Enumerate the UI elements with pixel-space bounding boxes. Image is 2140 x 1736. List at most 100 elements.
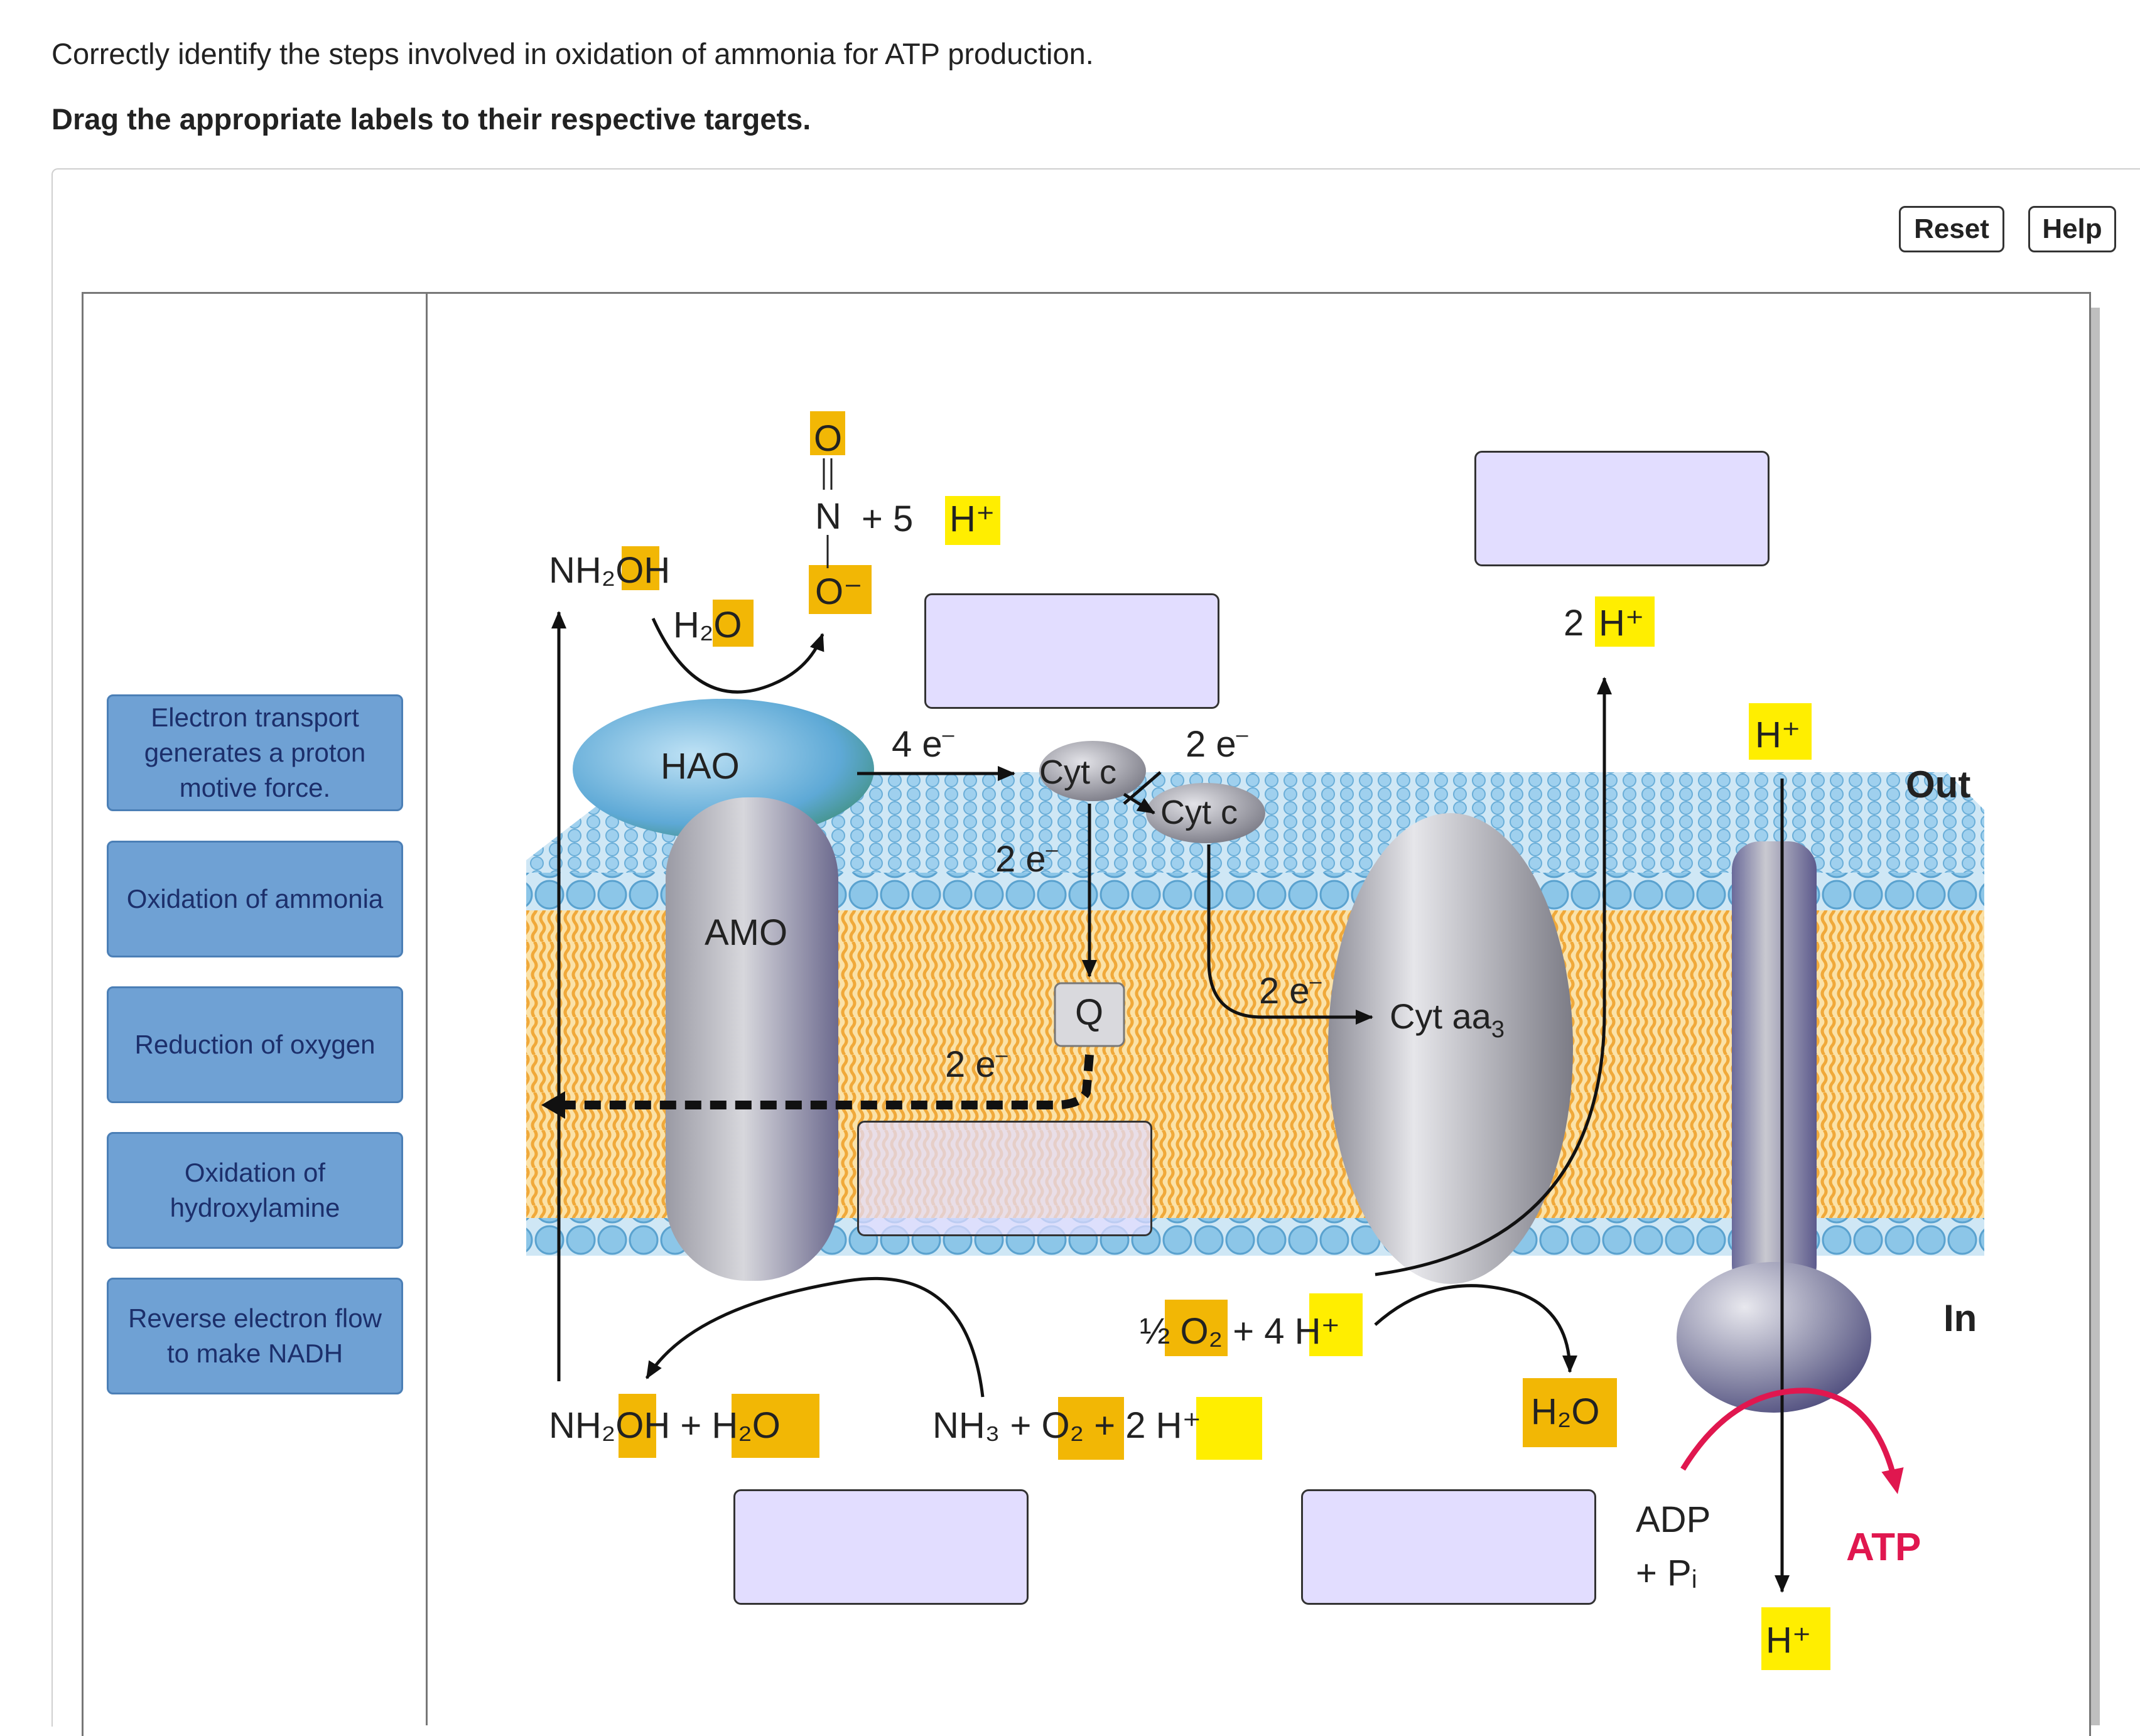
label-electron-transport[interactable]: Electron transport generates a proton mo… bbox=[107, 694, 403, 811]
membrane-top-surface bbox=[526, 772, 1984, 898]
help-button[interactable]: Help bbox=[2028, 206, 2116, 252]
highlight-4hplus bbox=[1309, 1293, 1363, 1356]
atp-synthesis-arrow bbox=[1680, 1388, 1904, 1494]
highlight-h2o-right bbox=[1523, 1378, 1617, 1447]
label-text: generates a proton bbox=[144, 738, 366, 767]
highlights bbox=[619, 411, 1830, 1670]
highlight-5hplus bbox=[945, 496, 1000, 545]
two-e-sup: – bbox=[996, 1043, 1008, 1067]
label-oxidation-of-hydroxylamine[interactable]: Oxidation of hydroxylamine bbox=[107, 1132, 403, 1249]
label-text: to make NADH bbox=[166, 1339, 343, 1368]
cytc-protein-1 bbox=[1039, 741, 1146, 801]
label-oxidation-of-ammonia[interactable]: Oxidation of ammonia bbox=[107, 841, 403, 957]
drop-target-bottom-right[interactable] bbox=[1301, 1489, 1596, 1605]
reset-button[interactable]: Reset bbox=[1899, 206, 2004, 252]
hao-enzyme bbox=[573, 699, 874, 839]
atp-synthase-head bbox=[1677, 1262, 1871, 1413]
reverse-electron-dashed bbox=[553, 1054, 1094, 1109]
highlight-h2o-o bbox=[713, 600, 754, 647]
cytc-label-2: Cyt c bbox=[1160, 794, 1238, 831]
cytc-transfer-arrow bbox=[1123, 792, 1155, 815]
hplus-label-top: H⁺ bbox=[949, 499, 995, 539]
two-e-text: 2 e bbox=[1259, 971, 1310, 1011]
highlight-hplus-in bbox=[1761, 1607, 1830, 1670]
label-text: Electron transport bbox=[151, 703, 359, 732]
adp-label: ADP bbox=[1636, 1499, 1710, 1540]
h2o-right-label: H₂O bbox=[1531, 1391, 1600, 1432]
highlight-bottom-hplus bbox=[1196, 1397, 1262, 1460]
two-e-label-top: 2 e– bbox=[1186, 723, 1248, 765]
hplus-label-out: H⁺ bbox=[1755, 714, 1801, 755]
label-text: Reverse electron flow bbox=[128, 1303, 382, 1333]
hplus-label-2: H⁺ bbox=[1599, 603, 1645, 644]
four-e-label: 4 e– bbox=[892, 723, 954, 765]
two-e-text: 2 e bbox=[945, 1044, 996, 1085]
nitrite-o-minus: O⁻ bbox=[815, 571, 863, 612]
highlight-bottom-o2 bbox=[1058, 1397, 1124, 1460]
label-text: Reduction of oxygen bbox=[134, 1030, 376, 1059]
four-e-text: 4 e bbox=[892, 724, 943, 765]
two-e-text: 2 e bbox=[995, 839, 1046, 880]
plus-5-label: + 5 bbox=[862, 499, 913, 539]
drop-target-bottom-left[interactable] bbox=[733, 1489, 1029, 1605]
drop-target-membrane[interactable] bbox=[857, 1121, 1152, 1236]
highlight-bottom-nh2oh-o bbox=[619, 1394, 656, 1458]
cytaa3-label: Cyt aa3 bbox=[1390, 996, 1505, 1043]
two-label: 2 bbox=[1564, 603, 1584, 644]
oxygen-reduction-arrow bbox=[1374, 1284, 1577, 1373]
two-e-sup: – bbox=[1310, 969, 1322, 993]
hao-label: HAO bbox=[661, 746, 740, 787]
amo-enzyme bbox=[666, 797, 838, 1281]
nitrite-o-top: O bbox=[814, 418, 842, 459]
nh3-equation: NH₃ + O₂ + 2 H⁺ bbox=[932, 1405, 1201, 1446]
highlight-o-minus bbox=[809, 565, 872, 614]
atp-synthase-stalk bbox=[1732, 841, 1817, 1293]
cytc-label-1: Cyt c bbox=[1039, 753, 1116, 791]
cytaa3-sub: 3 bbox=[1491, 1016, 1505, 1043]
cytc-to-cytaa3-arrow bbox=[1207, 844, 1373, 1025]
panel-shadow bbox=[2091, 308, 2100, 1725]
q-label: Q bbox=[1075, 992, 1103, 1033]
atp-label: ATP bbox=[1846, 1526, 1921, 1569]
highlight-nh2oh-o bbox=[622, 546, 659, 590]
highlight-bottom-h2o bbox=[732, 1394, 819, 1458]
two-e-sup: – bbox=[1046, 838, 1058, 861]
reverse-electron-arrowhead bbox=[541, 1091, 565, 1119]
label-text: hydroxylamine bbox=[170, 1193, 340, 1222]
two-e-label-cytc: 2 e– bbox=[995, 838, 1058, 880]
label-text: motive force. bbox=[179, 773, 331, 802]
two-e-label-q: 2 e– bbox=[945, 1043, 1008, 1085]
two-e-label-aa3: 2 e– bbox=[1259, 969, 1322, 1011]
question-instruction: Drag the appropriate labels to their res… bbox=[51, 102, 811, 136]
amo-label: AMO bbox=[705, 912, 787, 953]
bottom-left-equation: NH₂OH + H₂O bbox=[549, 1405, 781, 1446]
label-reverse-electron-flow[interactable]: Reverse electron flow to make NADH bbox=[107, 1278, 403, 1394]
label-text: Oxidation of bbox=[184, 1158, 326, 1187]
drop-target-top-right[interactable] bbox=[1474, 451, 1770, 566]
highlight-2hplus bbox=[1595, 596, 1655, 647]
cytc-protein-2 bbox=[1146, 783, 1265, 843]
hao-reaction-arrow bbox=[651, 617, 824, 694]
cytaa3-text: Cyt aa bbox=[1390, 996, 1492, 1036]
electron-flow-arrows bbox=[551, 611, 1790, 1593]
hplus-label-in: H⁺ bbox=[1766, 1620, 1812, 1661]
cytaa3-enzyme bbox=[1328, 813, 1573, 1284]
drop-target-top-center[interactable] bbox=[924, 593, 1219, 709]
label-bank-divider bbox=[426, 292, 428, 1725]
proton-pump-arrow bbox=[1375, 677, 1612, 1276]
nitrite-n: N bbox=[815, 496, 841, 537]
highlight-o-top bbox=[810, 411, 845, 455]
two-e-sup: – bbox=[1236, 723, 1248, 747]
in-label: In bbox=[1943, 1297, 1977, 1339]
half-o2-equation: ½ O₂ + 4 H⁺ bbox=[1140, 1311, 1340, 1352]
highlight-half-o2 bbox=[1165, 1300, 1228, 1356]
label-reduction-of-oxygen[interactable]: Reduction of oxygen bbox=[107, 986, 403, 1103]
four-e-sup: – bbox=[943, 723, 954, 747]
label-text: Oxidation of ammonia bbox=[126, 884, 384, 914]
out-label: Out bbox=[1906, 763, 1970, 806]
ubiquinone-box bbox=[1054, 982, 1125, 1047]
nh2oh-top-label: NH₂OH bbox=[549, 550, 670, 591]
highlight-hplus-out bbox=[1749, 703, 1812, 760]
pi-label: + Pᵢ bbox=[1636, 1553, 1697, 1593]
